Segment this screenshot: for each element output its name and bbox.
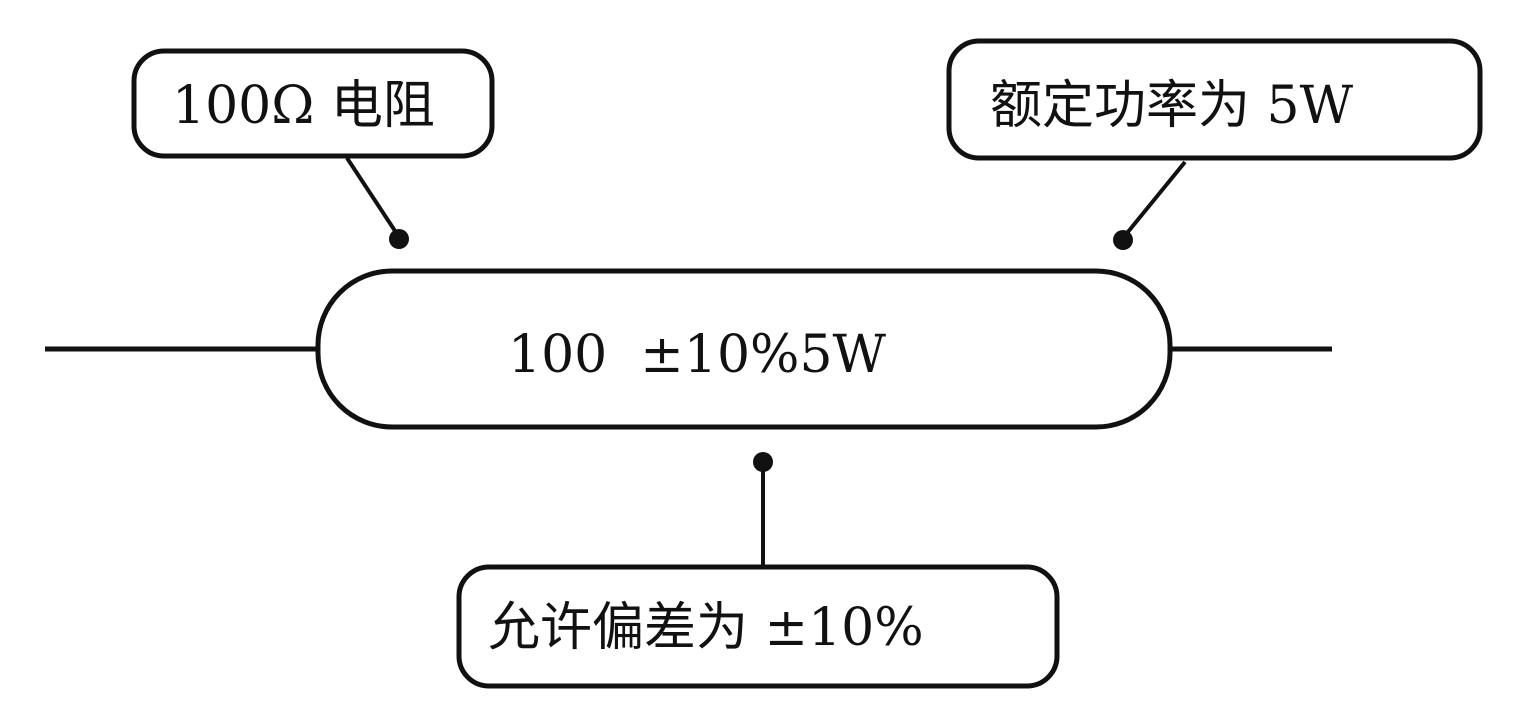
tolerance-callout-box xyxy=(456,564,1060,689)
tolerance-callout-label: 允许偏差为 ±10% xyxy=(488,598,924,658)
power-callout-box xyxy=(946,38,1483,161)
resistor-marking-text: 100 ±10%5W xyxy=(508,325,887,385)
resistance-callout-label: 100Ω 电阻 xyxy=(172,76,435,136)
resistance-leader-dot xyxy=(389,229,409,249)
resistor-body xyxy=(315,268,1173,430)
resistance-callout-box xyxy=(131,48,495,159)
resistance-leader-line xyxy=(345,156,401,239)
power-callout-label: 额定功率为 5W xyxy=(990,76,1354,136)
power-leader-dot xyxy=(1113,230,1133,250)
power-leader-line xyxy=(1121,160,1187,240)
